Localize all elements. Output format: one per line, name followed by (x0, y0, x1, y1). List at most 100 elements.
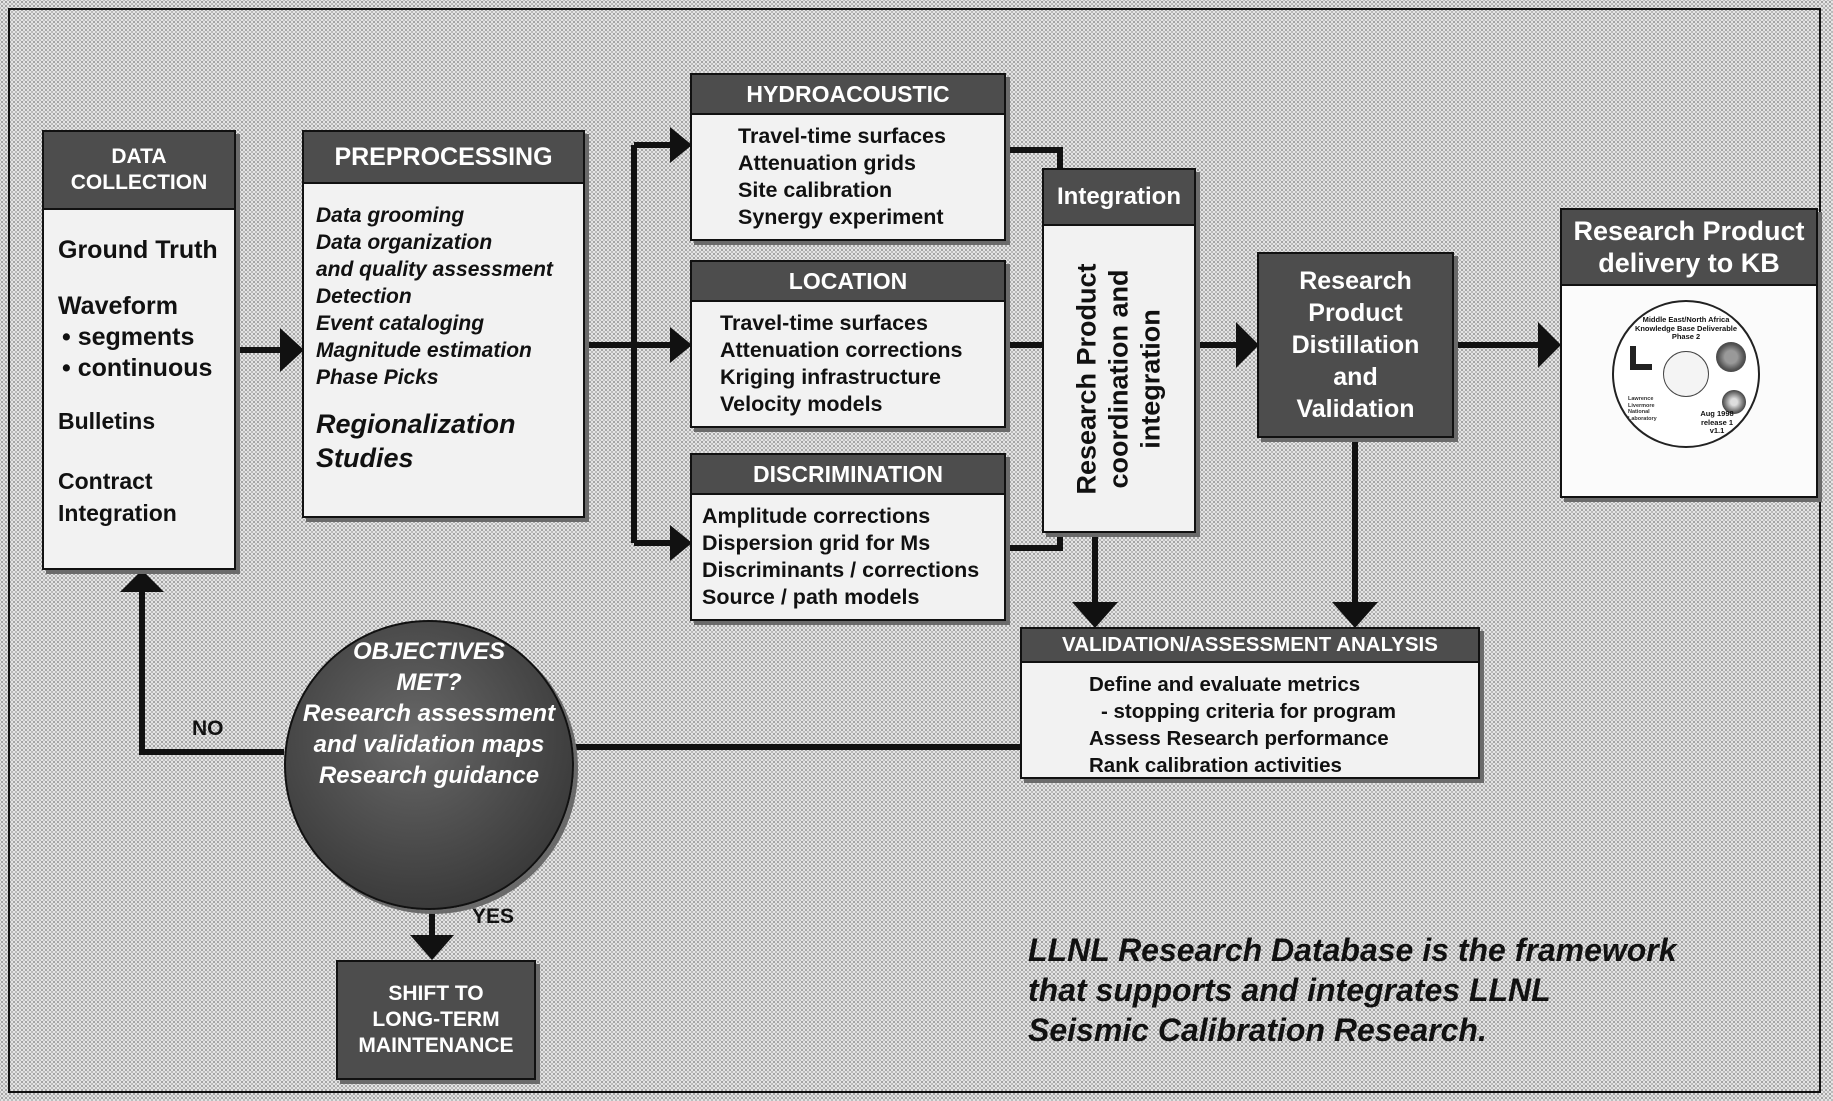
arrow-no-to-dc (139, 590, 284, 755)
preprocessing-item: Magnitude estimation (316, 339, 532, 362)
data-collection-body: Ground Truth Waveform • segments • conti… (44, 210, 234, 568)
preprocessing-item: Data organization (316, 231, 493, 254)
kb-delivery-title-line: delivery to KB (1598, 248, 1780, 278)
data-collection-item: • segments (62, 323, 195, 351)
arrowhead-shift (410, 935, 454, 960)
data-collection-item: • continuous (62, 354, 213, 382)
integration-line: integration (1136, 308, 1166, 449)
distillation-box: Research Product Distillation and Valida… (1257, 252, 1454, 438)
objectives-line: Research assessment (302, 700, 556, 727)
objectives-line: OBJECTIVES (352, 638, 506, 665)
discrimination-item: Discriminants / corrections (702, 558, 980, 582)
cd-label-line: Middle East/North Africa (1642, 315, 1730, 324)
location-item: Travel-time surfaces (720, 311, 928, 335)
discrimination-header: DISCRIMINATION (692, 455, 1004, 495)
discrimination-item: Dispersion grid for Ms (702, 531, 931, 555)
doe-seal-icon (1716, 342, 1746, 372)
caption-text: LLNL Research Database is the framework … (1028, 930, 1677, 1050)
arrowhead-disc (670, 525, 692, 561)
integration-body: Research Product coordination and integr… (1044, 226, 1194, 531)
cd-label-line: release 1 (1700, 417, 1734, 427)
integration-vertical-text: Research Product coordination and integr… (1071, 263, 1167, 494)
location-header: LOCATION (692, 262, 1004, 302)
validation-item: Rank calibration activities (1089, 754, 1342, 777)
shift-line: MAINTENANCE (358, 1034, 514, 1057)
location-item: Kriging infrastructure (720, 365, 941, 389)
cd-label-line: Aug 1998 (1700, 409, 1734, 418)
cd-center-hole (1663, 351, 1709, 397)
objectives-met-circle: OBJECTIVES MET? Research assessment and … (284, 620, 574, 910)
location-box: LOCATION Travel-time surfaces Attenuatio… (690, 260, 1006, 428)
preprocessing-studies: Studies (316, 443, 414, 473)
cd-disc-image: Middle East/North Africa Knowledge Base … (1612, 300, 1760, 448)
arrowhead-pre (280, 328, 304, 372)
arrowhead-loc (670, 327, 692, 363)
location-body: Travel-time surfaces Attenuation correct… (692, 302, 1004, 426)
cd-label-line: v1.1 (1709, 426, 1725, 435)
cd-lab-line: Laboratory (1628, 415, 1657, 422)
discrimination-box: DISCRIMINATION Amplitude corrections Dis… (690, 453, 1006, 621)
integration-header: Integration (1044, 170, 1194, 226)
data-collection-header: DATA COLLECTION (44, 132, 234, 210)
line-hydro-to-integ (1006, 147, 1063, 168)
no-label: NO (192, 717, 224, 740)
hydroacoustic-item: Travel-time surfaces (738, 124, 946, 148)
kb-delivery-title-line: Research Product (1573, 216, 1805, 246)
validation-header: VALIDATION/ASSESSMENT ANALYSIS (1022, 629, 1478, 663)
distillation-line: Distillation (1291, 331, 1420, 359)
hydroacoustic-header: HYDROACOUSTIC (692, 75, 1004, 115)
objectives-line: MET? (396, 669, 462, 696)
cd-label-line: Knowledge Base Deliverable (1634, 323, 1738, 333)
hydroacoustic-box: HYDROACOUSTIC Travel-time surfaces Atten… (690, 73, 1006, 241)
objectives-line: Research guidance (318, 762, 540, 789)
preprocessing-body: Data grooming Data organization and qual… (304, 184, 583, 516)
location-item: Velocity models (720, 392, 883, 416)
integration-line: Research Product (1072, 262, 1102, 495)
cd-label-top: Middle East/North Africa Knowledge Base … (1614, 315, 1758, 342)
shift-line: SHIFT TO (388, 982, 484, 1005)
kb-delivery-header: Research Product delivery to KB (1562, 210, 1816, 286)
yes-label: YES (472, 905, 515, 928)
shift-to-maintenance-box: SHIFT TO LONG-TERM MAINTENANCE (336, 960, 536, 1080)
validation-item: - stopping criteria for program (1101, 700, 1396, 723)
preprocessing-item: and quality assessment (316, 258, 553, 281)
integration-box: Integration Research Product coordinatio… (1042, 168, 1196, 533)
arrowhead-hydro (670, 127, 692, 163)
validation-item: Define and evaluate metrics (1089, 673, 1361, 696)
validation-item: Assess Research performance (1089, 727, 1389, 750)
hydroacoustic-item: Site calibration (738, 178, 893, 202)
emblem-icon (1722, 390, 1746, 414)
data-collection-item: Contract (58, 468, 153, 494)
distillation-line: Product (1308, 299, 1403, 327)
preprocessing-studies: Regionalization (316, 409, 516, 439)
arrowhead-distill (1236, 322, 1259, 368)
cd-lab-line: Lawrence (1628, 396, 1654, 402)
data-collection-title-line: COLLECTION (70, 171, 208, 194)
diagram-frame (8, 8, 1821, 1093)
arrowhead-kb (1538, 322, 1561, 368)
preprocessing-box: PREPROCESSING Data grooming Data organiz… (302, 130, 585, 518)
hydroacoustic-item: Attenuation grids (738, 151, 916, 175)
preprocessing-item: Detection (316, 285, 412, 308)
preprocessing-header: PREPROCESSING (304, 132, 583, 184)
distillation-line: Research (1299, 267, 1412, 295)
cd-label-bottom: Aug 1998 release 1 v1.1 (1684, 409, 1750, 436)
integration-line: coordination and (1104, 269, 1134, 488)
cd-lab-label: Lawrence Livermore National Laboratory (1628, 396, 1662, 422)
arrowhead-valid-right (1332, 602, 1378, 628)
llnl-logo-icon (1630, 346, 1652, 370)
distillation-line: Validation (1296, 395, 1415, 423)
caption-line: LLNL Research Database is the framework (1028, 932, 1677, 968)
data-collection-item: Ground Truth (58, 236, 218, 264)
discrimination-item: Amplitude corrections (702, 504, 931, 528)
line-disc-to-integ (1006, 533, 1063, 551)
cd-lab-line: Livermore (1628, 402, 1655, 409)
preprocessing-item: Event cataloging (316, 312, 485, 335)
discrimination-item: Source / path models (702, 585, 920, 609)
location-item: Attenuation corrections (720, 338, 963, 362)
kb-delivery-box: Research Product delivery to KB Middle E… (1560, 208, 1818, 498)
arrowhead-valid-left (1072, 602, 1118, 628)
arrowhead-dc (120, 570, 164, 592)
cd-label-line: Phase 2 (1671, 332, 1701, 341)
